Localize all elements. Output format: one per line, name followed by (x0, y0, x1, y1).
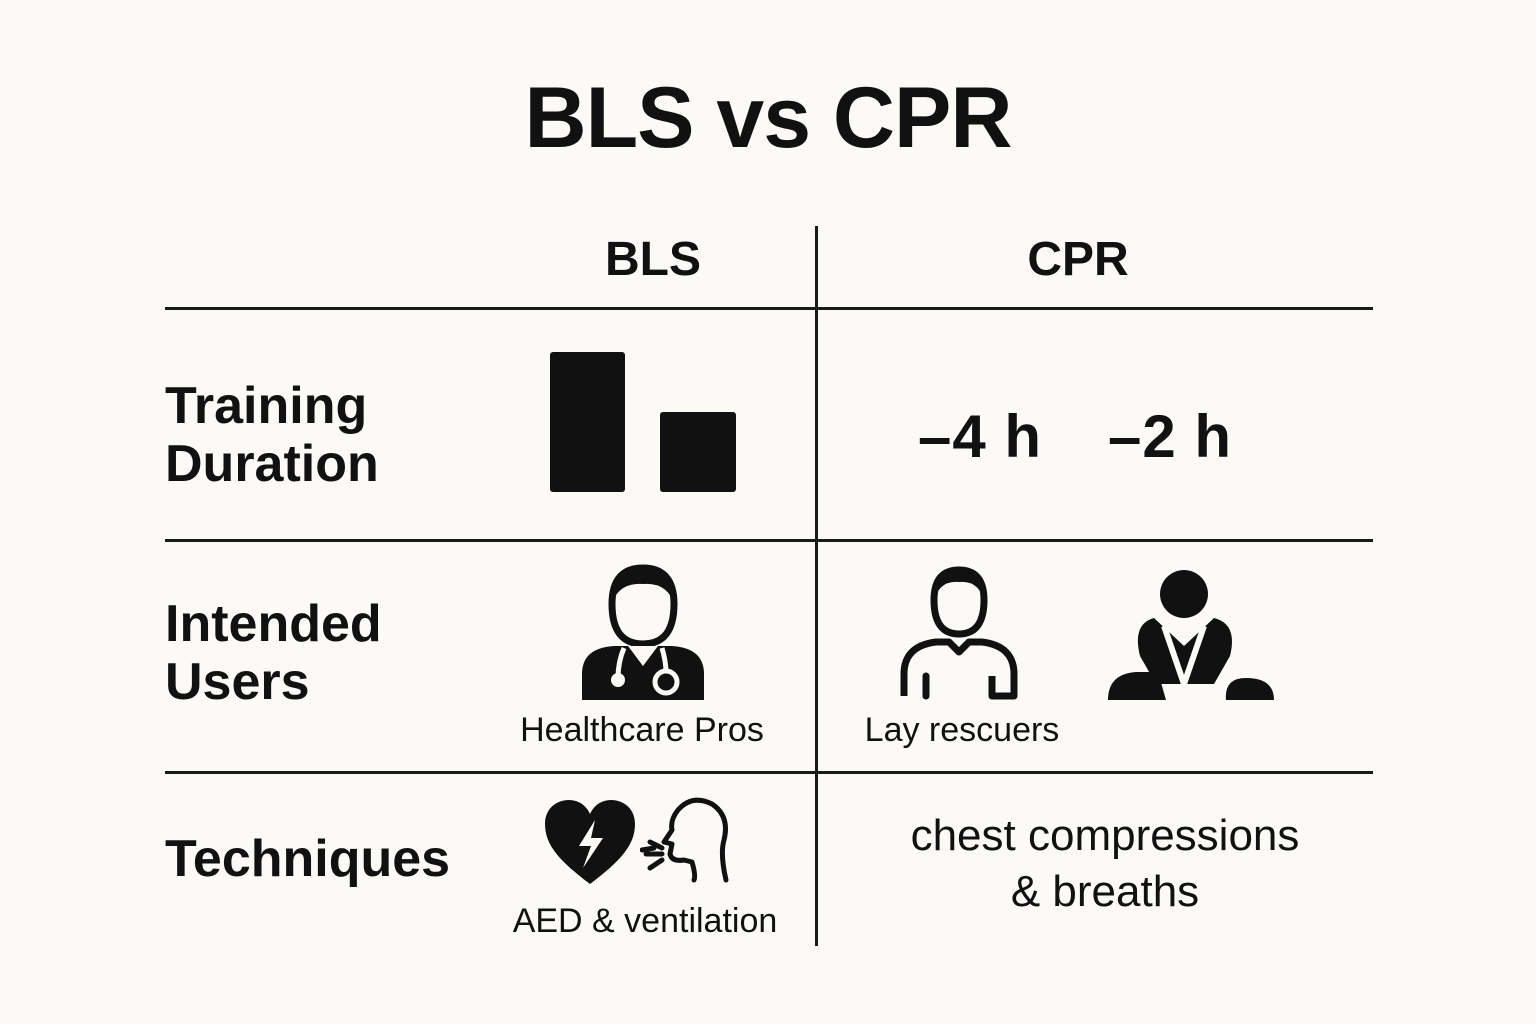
row-label-line: Training (165, 377, 368, 435)
rescue-breathing-icon (640, 797, 729, 883)
row-label-intended-users: Intended Users (165, 595, 382, 711)
row-label-line: Duration (165, 435, 379, 493)
heart-defibrillator-icon (545, 800, 635, 884)
duration-bar-tall (550, 352, 625, 492)
row-divider-2 (165, 771, 1373, 774)
row-label-line: Users (165, 653, 310, 711)
healthcare-worker-icon (582, 564, 704, 700)
column-divider (815, 226, 818, 946)
header-divider (165, 307, 1373, 310)
column-header-bls: BLS (605, 233, 701, 286)
bls-users-caption: Healthcare Pros (520, 711, 764, 749)
cpr-techniques-text: chest compressions & breaths (860, 808, 1350, 920)
cpr-techniques-line: & breaths (1010, 867, 1200, 916)
cpr-duration-value-2: –2 h (1108, 403, 1233, 470)
cpr-rescuer-icon (1108, 570, 1274, 700)
row-divider-1 (165, 539, 1373, 542)
cpr-techniques-line: chest compressions (910, 811, 1300, 860)
person-icon (900, 566, 1018, 700)
duration-bar-short (660, 412, 736, 492)
column-header-cpr: CPR (1027, 233, 1129, 286)
row-label-techniques: Techniques (165, 830, 451, 888)
page-title: BLS vs CPR (524, 70, 1012, 166)
row-label-training-duration: Training Duration (165, 377, 379, 493)
row-label-line: Intended (165, 595, 382, 653)
cpr-duration-value-1: –4 h (918, 403, 1043, 470)
bls-techniques-caption: AED & ventilation (512, 902, 778, 940)
bls-duration-bars (550, 352, 736, 492)
cpr-users-caption: Lay rescuers (864, 711, 1060, 749)
